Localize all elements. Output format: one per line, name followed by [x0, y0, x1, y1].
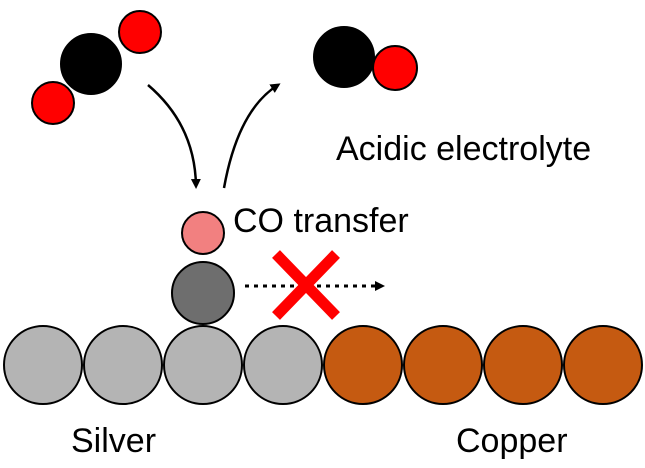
copper-label: Copper	[456, 422, 568, 460]
copper-atom	[403, 325, 483, 405]
co-molecule-icon	[313, 26, 418, 91]
silver-atom	[83, 325, 163, 405]
silver-label: Silver	[71, 422, 156, 460]
co-oxygen-atom	[372, 45, 418, 91]
co2-oxygen-atom-bottom	[31, 81, 75, 125]
copper-atom	[323, 325, 403, 405]
silver-surface	[3, 325, 323, 405]
silver-atom	[3, 325, 83, 405]
copper-surface	[323, 325, 643, 405]
co-carbon-atom	[313, 26, 375, 88]
desorption-arrow	[222, 83, 281, 189]
electrolyte-label: Acidic electrolyte	[336, 130, 591, 168]
adsorbed-carbon-atom	[171, 261, 235, 325]
adsorption-arrow	[147, 84, 201, 189]
co2-carbon-atom	[60, 33, 122, 95]
co-transfer-label: CO transfer	[233, 202, 409, 240]
copper-atom	[483, 325, 563, 405]
co2-molecule-icon	[31, 10, 162, 125]
adsorbed-oxygen-atom	[181, 211, 225, 255]
silver-atom	[243, 325, 323, 405]
silver-atom	[163, 325, 243, 405]
red-cross-icon	[272, 250, 340, 320]
co2-oxygen-atom-top	[118, 10, 162, 54]
copper-atom	[563, 325, 643, 405]
adsorbed-co-icon	[171, 211, 235, 325]
